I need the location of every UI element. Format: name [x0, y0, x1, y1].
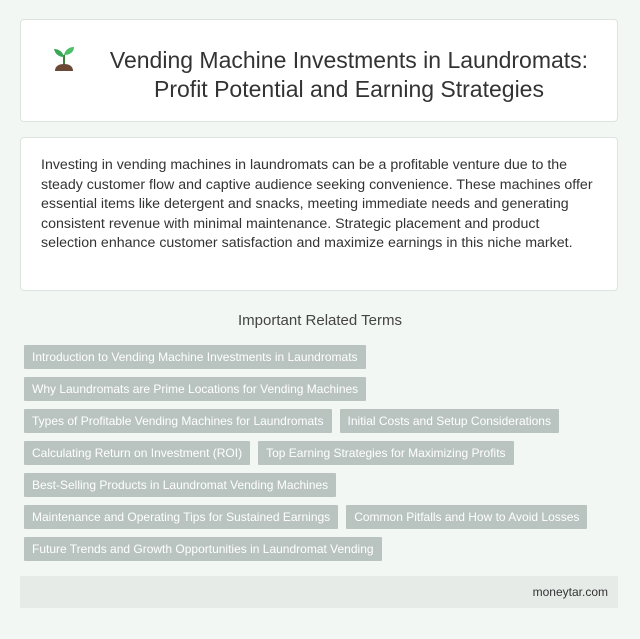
intro-card: Investing in vending machines in laundro… [20, 137, 618, 291]
seedling-icon [54, 47, 74, 71]
intro-paragraph: Investing in vending machines in laundro… [41, 157, 593, 252]
related-term-tag[interactable]: Maintenance and Operating Tips for Susta… [24, 505, 339, 529]
tag-row: Best-Selling Products in Laundromat Vend… [24, 473, 620, 497]
related-term-tag[interactable]: Best-Selling Products in Laundromat Vend… [24, 473, 337, 497]
tag-row: Future Trends and Growth Opportunities i… [24, 537, 620, 561]
tag-row: Maintenance and Operating Tips for Susta… [24, 505, 620, 529]
related-term-tag[interactable]: Calculating Return on Investment (ROI) [24, 441, 251, 465]
related-terms-list: Introduction to Vending Machine Investme… [24, 345, 620, 569]
footer-site-link[interactable]: moneytar.com [532, 585, 608, 599]
tag-row: Why Laundromats are Prime Locations for … [24, 377, 620, 401]
title-card: Vending Machine Investments in Laundroma… [20, 19, 618, 122]
related-term-tag[interactable]: Future Trends and Growth Opportunities i… [24, 537, 382, 561]
related-term-tag[interactable]: Why Laundromats are Prime Locations for … [24, 377, 367, 401]
tag-row: Calculating Return on Investment (ROI) T… [24, 441, 620, 465]
related-term-tag[interactable]: Initial Costs and Setup Considerations [339, 409, 559, 433]
related-term-tag[interactable]: Introduction to Vending Machine Investme… [24, 345, 366, 369]
related-terms-heading: Important Related Terms [238, 312, 402, 329]
related-term-tag[interactable]: Types of Profitable Vending Machines for… [24, 409, 332, 433]
page-title: Vending Machine Investments in Laundroma… [109, 47, 589, 102]
footer: moneytar.com [20, 576, 618, 608]
related-term-tag[interactable]: Top Earning Strategies for Maximizing Pr… [258, 441, 514, 465]
tag-row: Introduction to Vending Machine Investme… [24, 345, 620, 369]
tag-row: Types of Profitable Vending Machines for… [24, 409, 620, 433]
related-term-tag[interactable]: Common Pitfalls and How to Avoid Losses [346, 505, 588, 529]
